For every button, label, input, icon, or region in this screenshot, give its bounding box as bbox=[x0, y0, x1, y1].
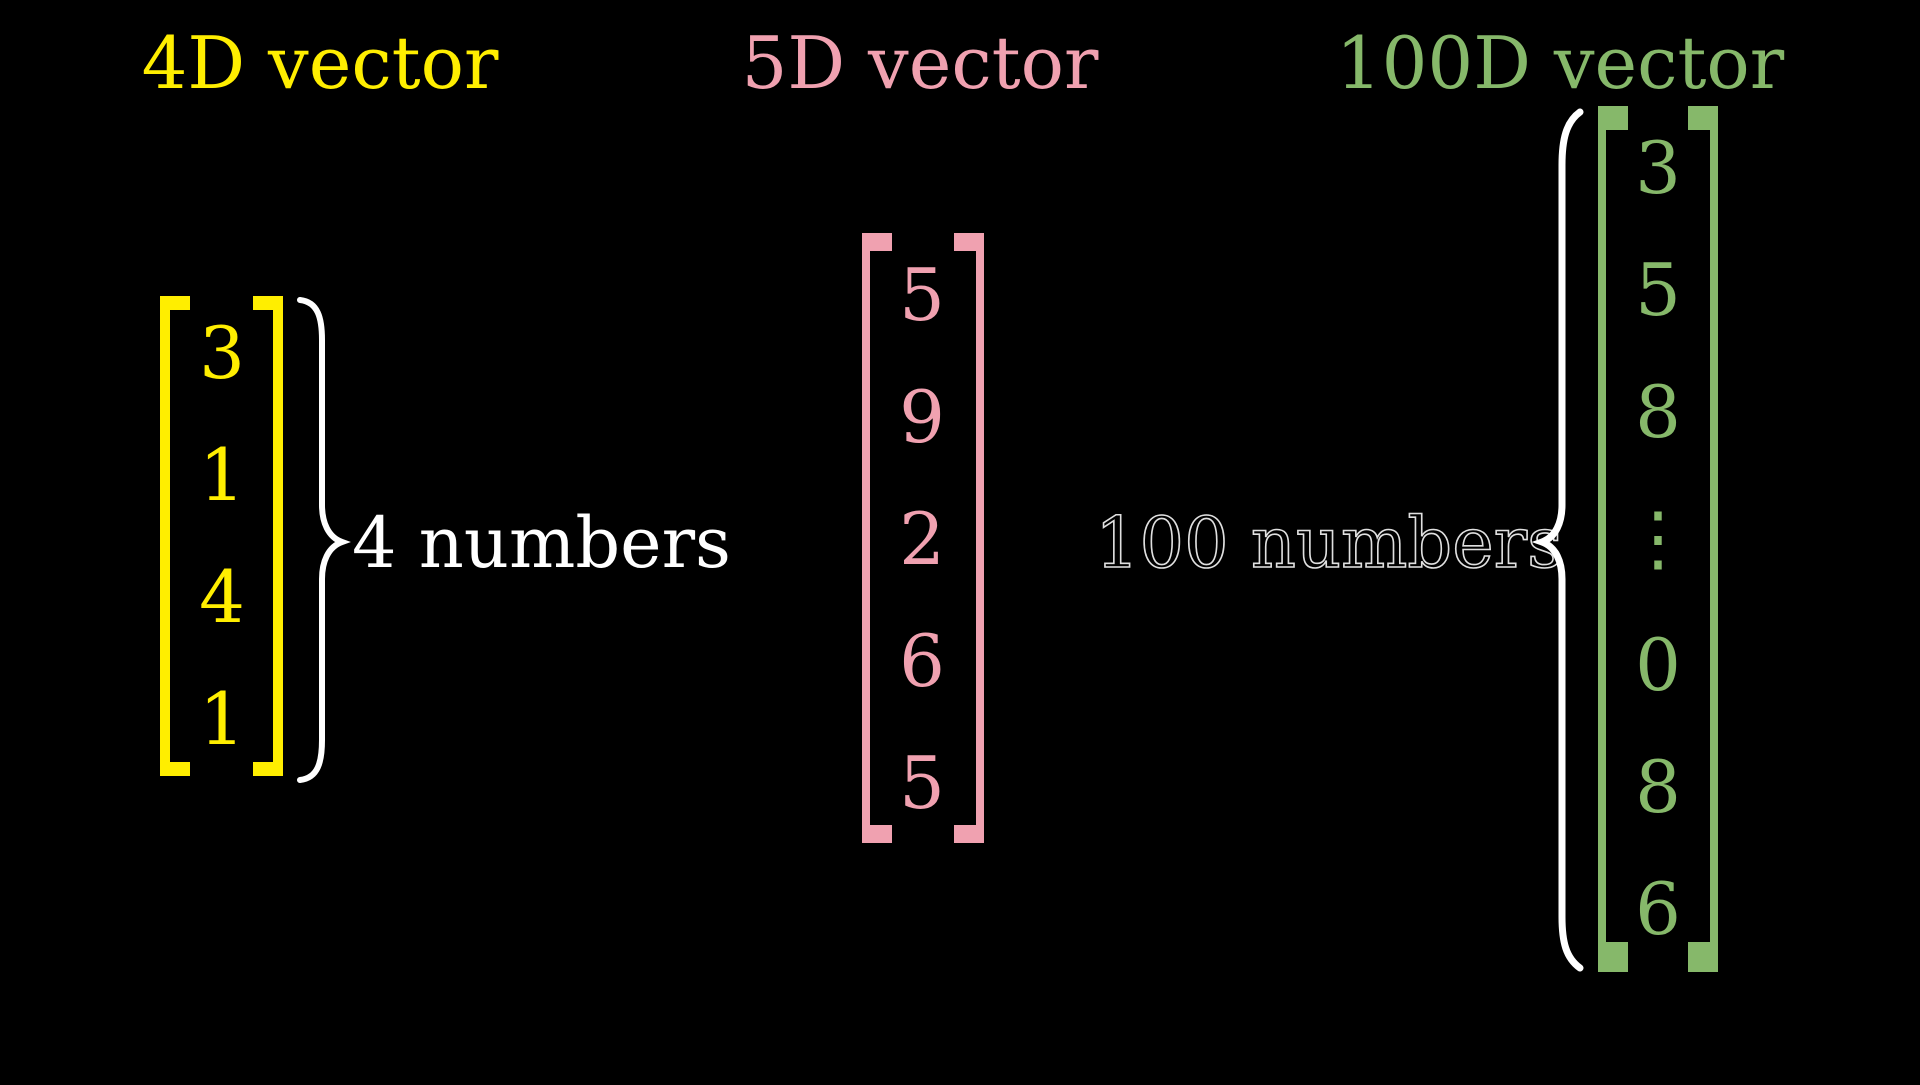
entry-100d-5: 0 bbox=[1635, 623, 1681, 707]
title-100d-vector: 100D vector bbox=[1336, 21, 1785, 105]
left-bracket-5d bbox=[862, 233, 892, 843]
title-5d-vector: 5D vector bbox=[742, 21, 1099, 105]
left-curly-brace bbox=[1531, 108, 1584, 972]
vector-100d: 100D vector 100 numbers 3 5 8 ⋮ 0 8 6 bbox=[1094, 21, 1785, 972]
entry-100d-ellipsis: ⋮ bbox=[1622, 496, 1694, 580]
right-bracket-4d bbox=[253, 296, 283, 776]
entry-4d-2: 1 bbox=[199, 433, 245, 517]
vector-4d: 4D vector 3 1 4 1 4 numbers bbox=[142, 21, 731, 783]
right-bracket-5d bbox=[954, 233, 984, 843]
entry-5d-4: 6 bbox=[899, 619, 945, 703]
title-4d-vector: 4D vector bbox=[142, 21, 499, 105]
entry-100d-1: 3 bbox=[1635, 126, 1681, 210]
entry-100d-3: 8 bbox=[1635, 370, 1681, 454]
right-curly-brace bbox=[297, 297, 351, 783]
entry-100d-6: 8 bbox=[1635, 745, 1681, 829]
entry-5d-2: 9 bbox=[899, 375, 945, 459]
left-bracket-100d bbox=[1598, 106, 1628, 972]
entry-5d-1: 5 bbox=[899, 253, 945, 337]
right-bracket-100d bbox=[1688, 106, 1718, 972]
left-bracket-4d bbox=[160, 296, 190, 776]
entry-5d-5: 5 bbox=[899, 741, 945, 825]
entry-4d-3: 4 bbox=[199, 555, 245, 639]
entry-100d-7: 6 bbox=[1635, 867, 1681, 951]
entry-100d-2: 5 bbox=[1635, 248, 1681, 332]
entry-5d-3: 2 bbox=[899, 497, 945, 581]
label-4-numbers: 4 numbers bbox=[352, 502, 731, 584]
entry-4d-1: 3 bbox=[199, 311, 245, 395]
entry-4d-4: 1 bbox=[199, 677, 245, 761]
vector-5d: 5D vector 5 9 2 6 5 bbox=[742, 21, 1099, 843]
label-100-numbers: 100 numbers bbox=[1095, 502, 1563, 584]
